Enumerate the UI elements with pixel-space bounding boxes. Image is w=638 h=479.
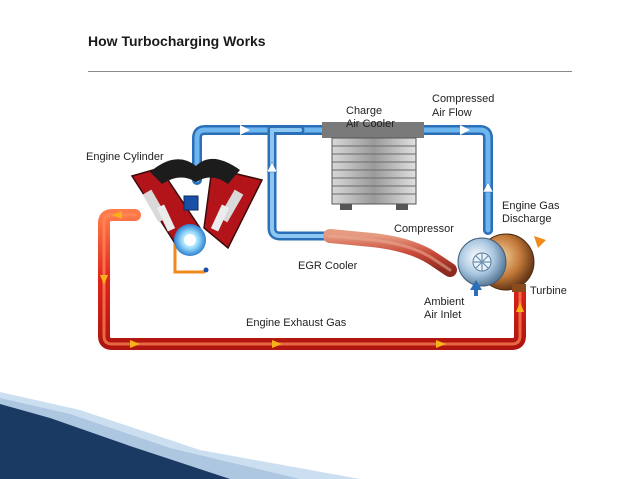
label-compressed-air-flow-1: Compressed <box>432 93 495 105</box>
exhaust-arrow <box>436 340 446 348</box>
exhaust-pipe-network <box>98 209 526 350</box>
label-turbine: Turbine <box>530 285 567 297</box>
exhaust-arrow <box>100 275 108 285</box>
title-divider <box>88 71 572 72</box>
exhaust-arrow <box>272 340 282 348</box>
diagram-title: How Turbocharging Works <box>88 33 266 49</box>
charge-air-cooler <box>322 122 424 210</box>
exhaust-arrow <box>130 340 140 348</box>
engine-cylinder <box>130 158 264 274</box>
exhaust-arrow <box>112 211 122 219</box>
gas-discharge-arrow <box>534 236 546 248</box>
ambient-air-arrow <box>470 280 482 290</box>
turbocharger <box>457 233 546 296</box>
label-charge-air-cooler-1: Charge <box>346 105 383 117</box>
label-compressor: Compressor <box>394 223 454 235</box>
label-egr-cooler: EGR Cooler <box>298 260 358 272</box>
label-charge-air-cooler-2: Air Cooler <box>346 118 395 130</box>
egr-cooler <box>323 229 457 277</box>
label-engine-gas-discharge-1: Engine Gas <box>502 200 560 212</box>
air-pipe-network <box>192 125 494 241</box>
exhaust-arrow <box>516 302 524 312</box>
label-ambient-air-inlet-2: Air Inlet <box>424 309 462 321</box>
label-ambient-air-inlet-1: Ambient <box>424 296 465 308</box>
label-engine-exhaust-gas: Engine Exhaust Gas <box>246 317 347 329</box>
label-compressed-air-flow-2: Air Flow <box>432 107 472 119</box>
label-engine-cylinder: Engine Cylinder <box>86 151 164 163</box>
label-engine-gas-discharge-2: Discharge <box>502 213 552 225</box>
